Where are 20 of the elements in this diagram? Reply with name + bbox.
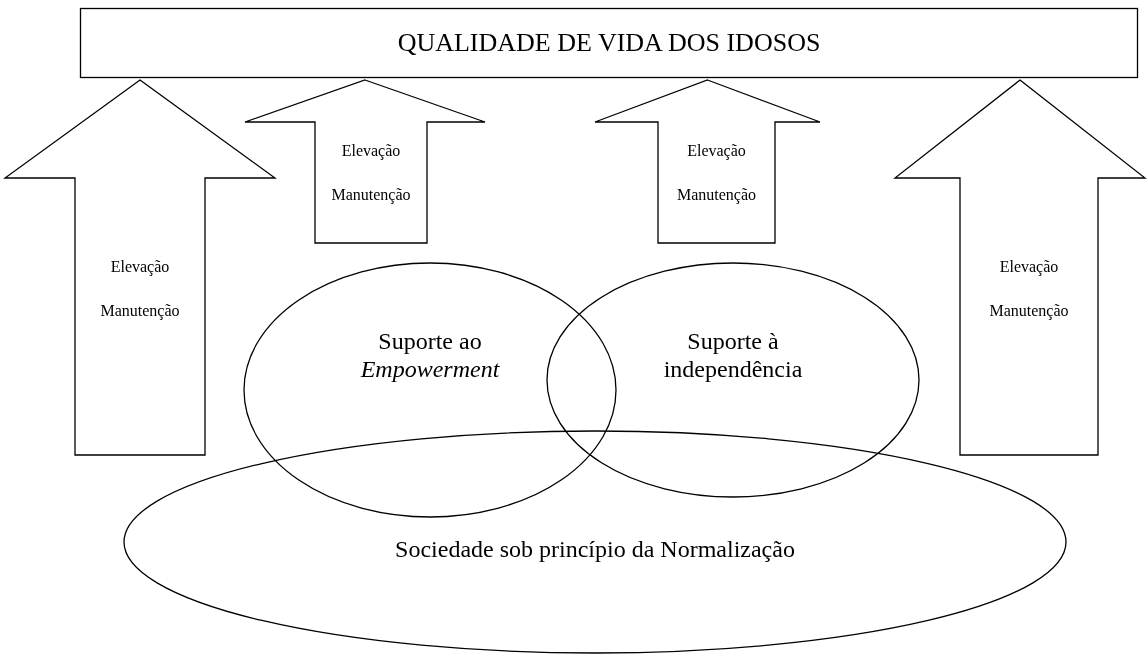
ellipse-label: Sociedade sob princípio da Normalização: [394, 536, 796, 564]
arrow-label: Elevação: [686, 142, 747, 161]
pointed-panel: [5, 80, 275, 455]
ellipse-label: Suporte ao Empowerment: [359, 328, 501, 384]
ellipse: [546, 262, 920, 498]
arrow-label: Elevação: [340, 142, 402, 161]
pointed-panel: [895, 80, 1145, 455]
arrow-label: Elevação: [109, 258, 171, 277]
title-text: QUALIDADE DE VIDA DOS IDOSOS: [396, 28, 822, 58]
ellipse: [243, 262, 617, 518]
pointed-panel: [245, 80, 485, 243]
title-box: [80, 8, 1138, 78]
ellipse-label: Suporte à independência: [662, 328, 804, 384]
arrow-label: Manutenção: [330, 186, 412, 205]
ellipse: [123, 430, 1067, 654]
arrow-label: Elevação: [998, 258, 1060, 277]
arrow-label: Manutenção: [988, 302, 1070, 321]
arrow-label: Manutenção: [675, 186, 758, 205]
pointed-panel: [595, 80, 820, 243]
arrow-label: Manutenção: [99, 302, 181, 321]
